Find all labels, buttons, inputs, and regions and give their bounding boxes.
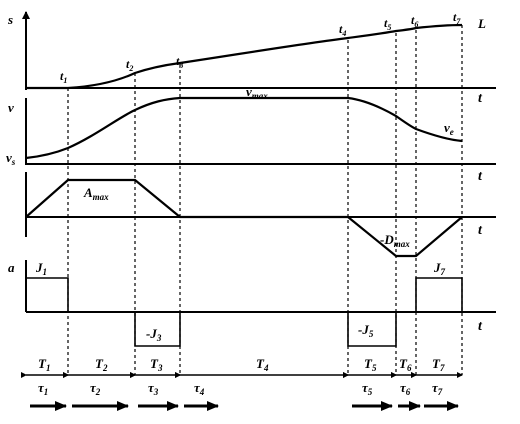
max-acceleration-label: Amax <box>83 185 109 202</box>
mark-t3: t3 <box>176 54 183 70</box>
jerk-j7-label: J7 <box>433 260 446 277</box>
period-T3: T3 <box>150 356 163 373</box>
mark-t1: t1 <box>60 69 67 85</box>
panel-jerk: a J1 -J3 -J5 J7 t <box>8 260 496 347</box>
s-axis-label: s <box>7 12 13 27</box>
v-axis-label: v <box>8 100 14 115</box>
acceleration-curve <box>25 178 463 258</box>
panel-acceleration: Amax -Dmax t <box>25 172 496 258</box>
jerk-j5-label: -J5 <box>358 322 374 339</box>
period-T7: T7 <box>432 356 445 373</box>
jerk-axis-label: a <box>8 260 15 275</box>
jerk-j1-label: J1 <box>35 260 47 277</box>
jerk-j3-label: -J3 <box>146 326 162 343</box>
t-axis-label-2: t <box>478 169 483 184</box>
t-axis-label-1: t <box>478 91 483 106</box>
tau-6: τ6 <box>400 380 411 397</box>
mark-t7: t7 <box>453 10 461 26</box>
max-deceleration-label: -Dmax <box>380 232 410 249</box>
panel-velocity: v vs vmax ve t <box>6 84 496 184</box>
mark-t6: t6 <box>411 13 418 29</box>
mark-t5: t5 <box>384 16 391 32</box>
period-T4: T4 <box>256 356 269 373</box>
tau-5: τ5 <box>362 380 373 397</box>
start-velocity-label: vs <box>6 150 16 167</box>
mark-t2: t2 <box>126 57 133 73</box>
tau-3: τ3 <box>148 380 159 397</box>
tau-4: τ4 <box>194 380 205 397</box>
period-T2: T2 <box>95 356 108 373</box>
mark-t4: t4 <box>339 22 346 38</box>
t-axis-label-4: t <box>478 319 483 334</box>
jerk-j5-pulse <box>347 312 397 347</box>
max-velocity-label: vmax <box>246 84 268 101</box>
total-length-label: L <box>477 16 486 31</box>
period-T1: T1 <box>38 356 50 373</box>
period-arrows: T1 T2 T3 T4 T5 T6 T7 <box>21 356 463 378</box>
s-curve <box>26 23 463 90</box>
tau-7: τ7 <box>432 380 443 397</box>
jerk-j3-pulse <box>134 312 181 347</box>
v-curve <box>25 96 463 160</box>
tau-2: τ2 <box>90 380 101 397</box>
period-T6: T6 <box>399 356 412 373</box>
period-T5: T5 <box>364 356 377 373</box>
tau-1: τ1 <box>38 380 48 397</box>
tau-labels: τ1 τ2 τ3 τ4 τ5 τ6 τ7 <box>38 380 443 397</box>
end-velocity-label: ve <box>444 120 454 137</box>
jerk-j7-pulse <box>415 277 463 312</box>
t-axis-label-3: t <box>478 223 483 238</box>
jerk-j1-pulse <box>26 277 69 312</box>
panel-displacement: s t L t1 t2 t3 t4 t5 t6 t7 <box>7 10 496 106</box>
